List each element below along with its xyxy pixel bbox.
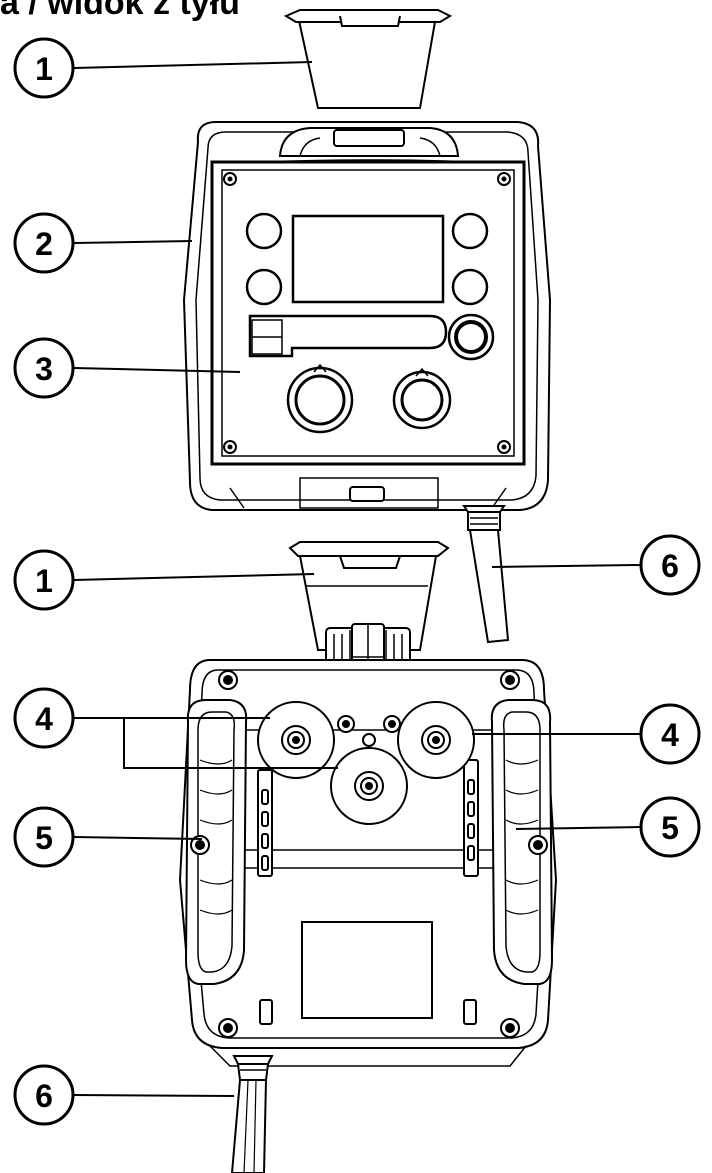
- left-handle: [184, 699, 273, 985]
- callout-4-right: 4: [639, 703, 701, 765]
- right-handle: [463, 699, 554, 985]
- callout-number: 4: [35, 701, 53, 737]
- callout-number: 2: [35, 226, 53, 262]
- callout-4-left: 4: [13, 687, 75, 749]
- callout-6-right: 6: [639, 534, 701, 596]
- callout-5-right: 5: [639, 796, 701, 858]
- callout-1-mid: 1: [13, 549, 75, 611]
- callout-1-top: 1: [13, 37, 75, 99]
- callout-2: 2: [13, 212, 75, 274]
- callout-5-left: 5: [13, 806, 75, 868]
- callout-number: 6: [661, 548, 679, 584]
- callout-number: 4: [661, 717, 679, 753]
- top-hook-bracket: [283, 9, 453, 109]
- callout-number: 5: [661, 810, 679, 846]
- callout-6-bottom: 6: [13, 1064, 75, 1126]
- control-panel: [210, 160, 526, 466]
- diagram-title: a / widok z tyłu: [0, 0, 240, 22]
- top-cable: [462, 505, 510, 644]
- callout-number: 3: [35, 351, 53, 387]
- feed-rolls: [257, 701, 475, 825]
- callout-3: 3: [13, 337, 75, 399]
- callout-number: 1: [35, 563, 53, 599]
- callout-number: 5: [35, 820, 53, 856]
- callout-lines: [73, 61, 641, 1097]
- callout-number: 6: [35, 1078, 53, 1114]
- callout-number: 1: [35, 51, 53, 87]
- bottom-cable: [230, 1055, 274, 1173]
